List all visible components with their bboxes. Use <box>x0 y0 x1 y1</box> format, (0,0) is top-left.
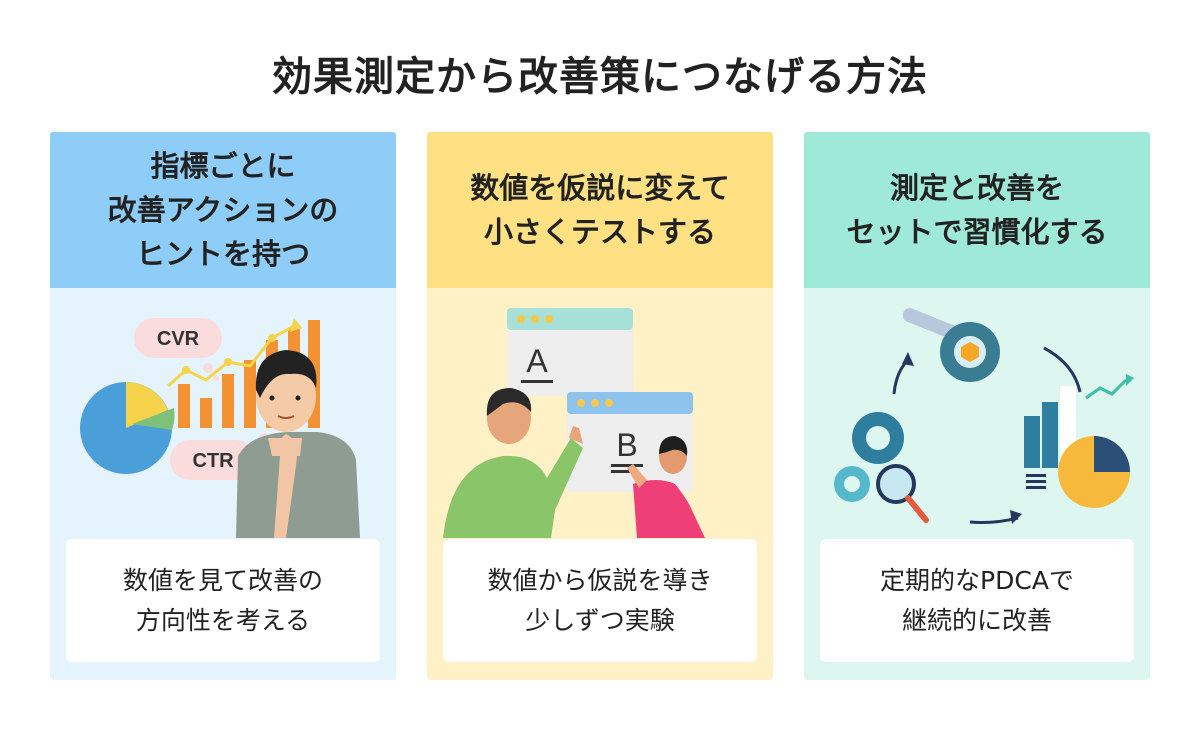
card-heading-line: 数値を仮説に変えて <box>470 171 730 205</box>
card-note-line: 定期的なPDCAで <box>880 565 1074 595</box>
card-body: 定期的なPDCAで 継続的に改善 <box>804 288 1150 680</box>
card-hint-per-metric: 指標ごとに 改善アクションの ヒントを持つ <box>50 132 396 680</box>
card-body: CVR CTR 数値を見て改善の 方向性を考 <box>50 288 396 680</box>
gears-icon <box>834 412 904 502</box>
man-icon <box>236 350 360 538</box>
card-heading-line: 小さくテストする <box>483 215 716 249</box>
pdca-cycle-illustration <box>834 308 1134 524</box>
ab-test-illustration: A B <box>443 308 705 538</box>
person-pink-icon <box>627 436 705 538</box>
card-note-line: 数値を見て改善の <box>122 565 323 595</box>
ctr-bubble: CTR <box>170 433 269 480</box>
card-heading: 指標ごとに 改善アクションの ヒントを持つ <box>50 132 396 288</box>
card-heading-line: 測定と改善を <box>889 171 1064 205</box>
cvr-label: CVR <box>157 328 200 350</box>
thinking-man-illustration: CVR CTR <box>80 318 360 538</box>
card-heading: 数値を仮説に変えて 小さくテストする <box>427 132 773 288</box>
window-b-icon: B <box>567 392 693 492</box>
card-heading-line: セットで習慣化する <box>846 215 1108 249</box>
pie-chart-icon <box>80 382 175 474</box>
cvr-bubble: CVR <box>134 318 222 381</box>
card-note: 数値から仮説を導き 少しずつ実験 <box>443 539 757 662</box>
card-note-line: 少しずつ実験 <box>525 605 675 635</box>
card-note-line: 数値から仮説を導き <box>487 565 713 595</box>
card-note: 数値を見て改善の 方向性を考える <box>66 539 380 662</box>
window-b-letter: B <box>616 427 637 463</box>
card-heading-line: ヒントを持つ <box>135 237 310 271</box>
card-note-line: 方向性を考える <box>135 605 311 635</box>
magnifier-icon <box>876 464 929 523</box>
window-a-letter: A <box>526 343 548 379</box>
chart-icon <box>1024 374 1134 508</box>
card-heading-line: 改善アクションの <box>107 193 339 227</box>
person-green-icon <box>443 388 583 538</box>
window-a-icon: A <box>507 308 633 396</box>
card-note: 定期的なPDCAで 継続的に改善 <box>820 539 1134 662</box>
card-hypothesis-test: 数値を仮説に変えて 小さくテストする A B <box>427 132 773 680</box>
ctr-label: CTR <box>192 450 234 472</box>
card-body: A B <box>427 288 773 680</box>
page-title: 効果測定から改善策につなげる方法 <box>272 54 928 100</box>
card-heading-line: 指標ごとに <box>150 149 296 183</box>
wrench-gear-icon <box>902 308 1000 382</box>
card-heading: 測定と改善を セットで習慣化する <box>804 132 1150 288</box>
card-note-line: 継続的に改善 <box>901 605 1052 635</box>
card-habit-pdca: 測定と改善を セットで習慣化する <box>804 132 1150 680</box>
